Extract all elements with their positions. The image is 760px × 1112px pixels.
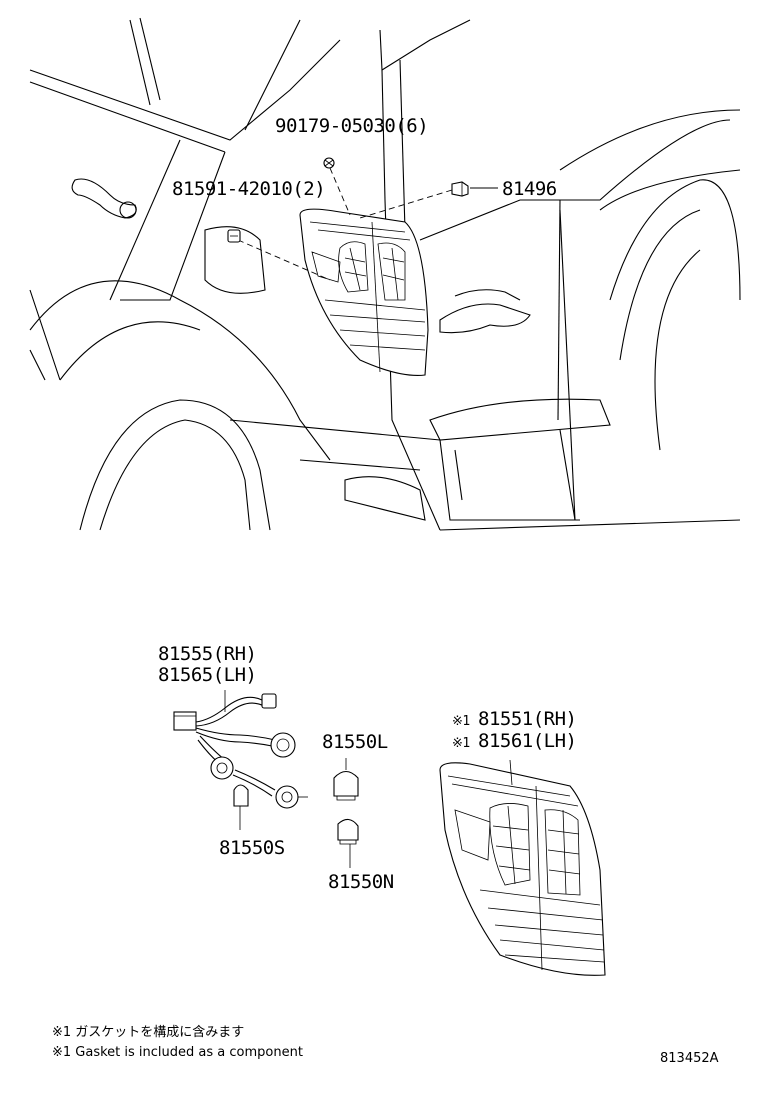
tail-lamp-assembly-part [439, 759, 606, 976]
footnote-english: ※1 Gasket is included as a component [52, 1045, 303, 1060]
nut-part [451, 181, 469, 197]
socket-and-wire-part [173, 690, 308, 809]
callout-81555-rh: 81555(RH) [158, 643, 256, 665]
callout-81550l: 81550L [322, 731, 388, 753]
mark-note-1-rh: ※1 [452, 714, 470, 729]
tail-lamp-assembly-reflector-pattern [489, 803, 581, 896]
callout-81551-rh: 81551(RH) [478, 708, 576, 730]
callout-90179-05030: 90179-05030(6) [275, 115, 428, 137]
callout-81561-lh: 81561(LH) [478, 730, 576, 752]
tail-lamp-reflector-pattern [338, 241, 406, 301]
mark-note-1-lh: ※1 [452, 736, 470, 751]
leader-lines-upper [237, 167, 498, 281]
callout-81550n: 81550N [328, 871, 394, 893]
callout-81496: 81496 [502, 178, 557, 200]
bulb-81550l-part [333, 758, 359, 801]
callout-81565-lh: 81565(LH) [158, 664, 256, 686]
vehicle-body-illustration [29, 17, 741, 531]
callout-81550s: 81550S [219, 837, 285, 859]
tail-lamp-installed [299, 208, 429, 376]
bulb-81550n-part [337, 818, 359, 868]
clip-part [227, 229, 241, 243]
footnote-japanese: ※1 ガスケットを構成に含みます [52, 1024, 244, 1040]
callout-81591-42010: 81591-42010(2) [172, 178, 325, 200]
bulb-81550s-part [233, 784, 249, 830]
illustration-reference-number: 813452A [660, 1051, 719, 1066]
screw-part [323, 157, 335, 169]
